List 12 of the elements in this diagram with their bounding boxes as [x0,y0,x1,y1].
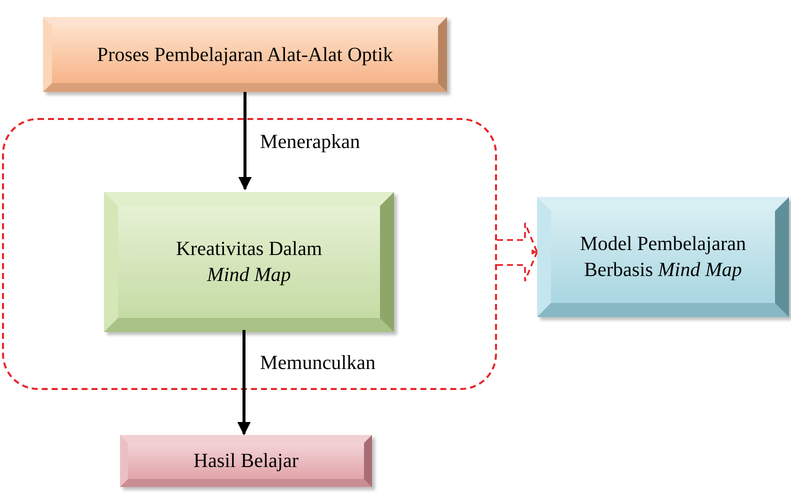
process-box [43,17,447,92]
box-text: Hasil Belajar [194,449,298,474]
process-box [120,435,372,487]
box-text: Kreativitas Dalam Mind Map [174,237,324,288]
box-text: Proses Pembelajaran Alat-Alat Optik [96,42,394,68]
process-box [104,192,394,332]
box-text: Model Pembelajaran Berbasis Mind Map [578,232,748,283]
process-box [537,197,789,317]
block-arrow [496,222,538,282]
dashed-region [2,118,497,390]
arrow [237,330,251,436]
arrow [238,92,252,190]
